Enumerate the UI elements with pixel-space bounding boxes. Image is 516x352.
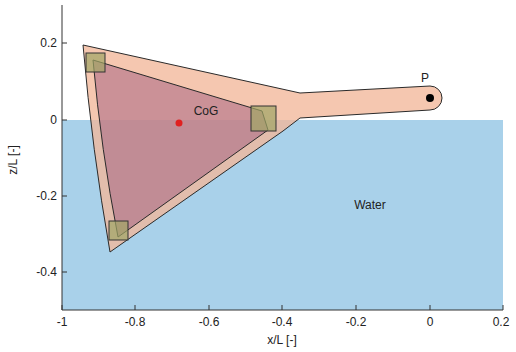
tick-mark	[62, 305, 63, 310]
tick-label: -0.2	[36, 190, 57, 202]
point-label: P	[421, 72, 429, 84]
tick-label: -0.6	[199, 316, 220, 328]
connector-block	[109, 221, 128, 240]
tick-label: -0.2	[346, 316, 367, 328]
axis-title: x/L [-]	[267, 334, 297, 346]
cog-dot	[176, 120, 183, 127]
tick-label: 0	[427, 316, 434, 328]
tick-mark	[430, 305, 431, 310]
axis-title: z/L [-]	[7, 145, 19, 175]
tick-mark	[62, 43, 67, 44]
tick-mark	[356, 305, 357, 310]
tick-mark	[62, 272, 67, 273]
tick-mark	[62, 120, 67, 121]
tick-mark	[62, 196, 67, 197]
tick-label: 0.2	[493, 316, 510, 328]
tick-mark	[282, 305, 283, 310]
tick-mark	[209, 305, 210, 310]
tick-mark	[503, 305, 504, 310]
triangle-frame	[93, 60, 268, 237]
region-label: Water	[354, 199, 386, 211]
tick-label: -0.4	[272, 316, 293, 328]
tick-mark	[135, 305, 136, 310]
tick-label: -1	[57, 316, 68, 328]
point-p	[426, 94, 434, 102]
connector-block	[251, 106, 276, 131]
point-label: CoG	[194, 105, 219, 117]
tick-label: -0.8	[125, 316, 146, 328]
connector-block	[86, 53, 105, 72]
y-axis	[62, 5, 63, 310]
tick-label: -0.4	[36, 266, 57, 278]
tick-label: 0	[50, 114, 57, 126]
tick-label: 0.2	[40, 37, 57, 49]
tick-marks	[62, 43, 503, 310]
structure-outline	[83, 45, 442, 252]
